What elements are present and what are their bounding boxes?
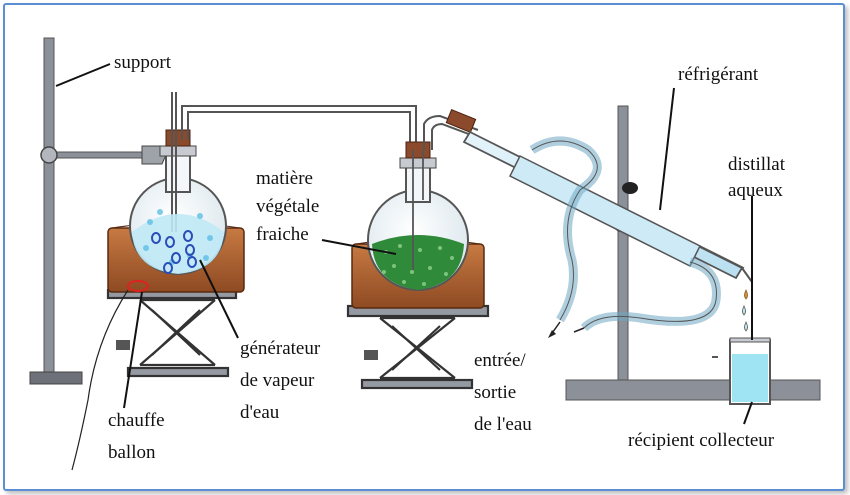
label-chauffe-line1: chauffe	[108, 410, 165, 431]
label-recipient: récipient collecteur	[628, 430, 775, 451]
label-chauffe-line2: ballon	[108, 442, 156, 463]
label-generateur-line3: d'eau	[240, 402, 280, 423]
condenser	[462, 130, 753, 338]
label-distillat-line1: distillat	[728, 154, 786, 175]
lab-jack-center	[346, 304, 490, 390]
clamp-knob	[40, 146, 58, 164]
label-entree-line1: entrée/	[474, 350, 526, 371]
leader-chauffe	[123, 291, 143, 409]
leader-support	[55, 63, 111, 87]
label-matiere-line3: fraiche	[256, 224, 309, 245]
support-stand	[29, 37, 167, 385]
leader-matiere	[321, 239, 397, 255]
leader-refrigerant	[659, 87, 675, 211]
collection-beaker	[712, 337, 771, 405]
label-matiere-line1: matière	[256, 168, 313, 189]
label-matiere-line2: végétale	[256, 196, 319, 217]
leader-recipient	[743, 401, 753, 425]
still-head	[423, 108, 479, 150]
label-distillat-line2: aqueux	[728, 180, 783, 201]
leader-lines	[55, 63, 753, 425]
steam-generator-flask	[129, 92, 227, 275]
label-entree-line3: de l'eau	[474, 414, 532, 435]
clamp-rod	[53, 151, 155, 159]
label-generateur-line2: de vapeur	[240, 370, 315, 391]
steam-tube	[181, 105, 417, 150]
lab-jack-left	[106, 288, 238, 378]
label-entree-line2: sortie	[474, 382, 516, 403]
label-generateur-line1: générateur	[240, 338, 321, 359]
label-support: support	[114, 52, 172, 73]
plant-material-flask	[367, 141, 469, 291]
labels: support réfrigérant matière végétale fra…	[108, 52, 786, 463]
label-refrigerant: réfrigérant	[678, 64, 759, 85]
leader-generateur	[199, 259, 239, 339]
